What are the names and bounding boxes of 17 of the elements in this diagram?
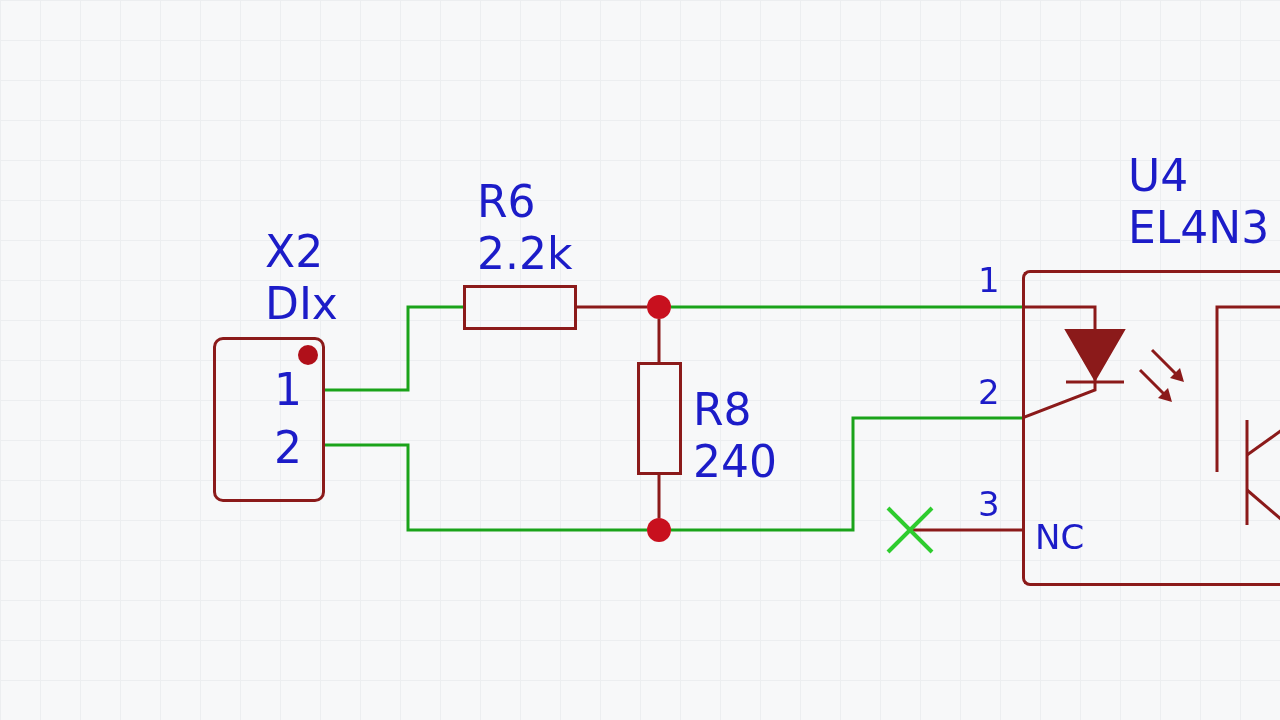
pin-number: 2 (978, 371, 1000, 414)
wire (671, 416, 1022, 532)
pin-number: 2 (274, 422, 302, 474)
ref-designator: X2 DIx (265, 226, 338, 330)
ref-designator: R6 2.2k (477, 176, 573, 280)
wire (671, 305, 1022, 309)
ref-designator: U4 EL4N3 (1128, 150, 1270, 254)
pin-number: 1 (274, 364, 302, 416)
pin-number: 1 (978, 259, 1000, 302)
pin-label: NC (1035, 516, 1085, 559)
wire (325, 305, 463, 392)
pin-number: 3 (978, 483, 1000, 526)
ref-designator: R8 240 (693, 384, 777, 488)
wire (657, 319, 661, 362)
wire (325, 443, 647, 532)
wire (657, 475, 661, 518)
wire (577, 305, 647, 309)
